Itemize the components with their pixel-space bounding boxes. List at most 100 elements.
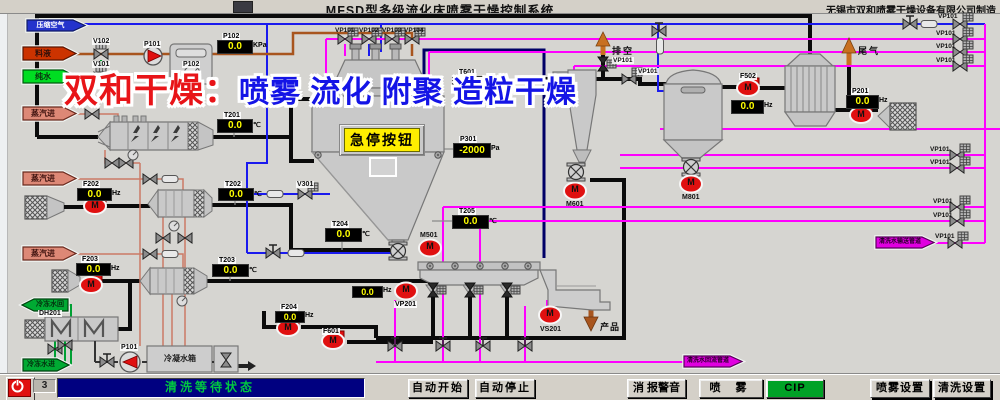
- cyclone-rotary-valve[interactable]: [566, 162, 586, 182]
- f204-unit: Hz: [305, 312, 314, 319]
- f601-label: F601: [322, 328, 340, 335]
- right-row-3-label: VP101: [936, 43, 956, 50]
- air-filter-2: [24, 195, 84, 220]
- tag-cip-send: [875, 236, 936, 249]
- valve-fluidbed-air[interactable]: [265, 244, 281, 259]
- power-icon: [8, 379, 31, 397]
- motor-letter-f203: M: [87, 279, 95, 289]
- t201-unit: ℃: [253, 122, 261, 129]
- p301-unit: Pa: [491, 145, 500, 152]
- motor-letter-vs201: M: [546, 308, 554, 318]
- pipes-cip-magenta: [325, 24, 1000, 363]
- air-line-valve[interactable]: [902, 15, 918, 30]
- tag-chilled-return: [20, 298, 69, 312]
- p102-label: P102: [222, 33, 241, 40]
- motor-letter-m801: M: [687, 177, 695, 187]
- tag-steam-2-label: 蒸汽进: [31, 174, 55, 183]
- fluid-bed: [417, 261, 611, 311]
- exhaust-silencer: [877, 102, 917, 131]
- counter-display: 3: [33, 379, 56, 393]
- pump-p101-top-label: P101: [143, 41, 162, 48]
- tag-feed: [22, 46, 78, 61]
- t601-value: 0.0: [452, 76, 489, 90]
- t205-unit: ℃: [489, 218, 497, 225]
- t201-value: 0.0: [217, 119, 253, 133]
- f502-label: F502: [739, 73, 757, 80]
- motor-letter-f601: M: [329, 335, 337, 345]
- heater-1: [84, 108, 214, 169]
- motor-letter-m501: M: [426, 241, 434, 251]
- t204-label: T204: [331, 221, 349, 228]
- tag-steam-1-label: 蒸汽进: [31, 109, 55, 118]
- vent-valve-label: VP101: [612, 57, 634, 64]
- power-button[interactable]: [6, 377, 35, 400]
- p201-unit: Hz: [879, 97, 888, 104]
- mute-alarm-button[interactable]: 消 报警音: [627, 379, 686, 398]
- manifold-vp103-label: VP103: [382, 27, 402, 34]
- right-row-4-label: VP101: [936, 57, 956, 64]
- t204-unit: ℃: [362, 231, 370, 238]
- tag-cip-send-label: 清洗水输送管道: [878, 239, 921, 245]
- motor-letter-vp201: M: [402, 284, 410, 294]
- vent-label: 排空: [612, 46, 635, 56]
- tag-cip-return-label: 清洗水回流管道: [686, 358, 729, 364]
- p301-value: -2000: [453, 143, 491, 158]
- right-row-5-label: VP101: [930, 146, 950, 153]
- baghouse-rotary-valve[interactable]: [681, 157, 701, 177]
- tag-chilled-return-label: 冷冻水回: [36, 301, 64, 308]
- motor-letter-f202: M: [91, 200, 99, 210]
- p102-value: 0.0: [217, 40, 253, 54]
- spray-button[interactable]: 喷 雾: [699, 379, 763, 398]
- valve-v101-label: V101: [92, 61, 111, 68]
- t203-label: T203: [218, 257, 236, 264]
- drain-arrow-icon: [238, 361, 256, 371]
- auto-stop-button[interactable]: 自动停止: [475, 379, 535, 398]
- baghouse: [662, 69, 724, 159]
- inline-valve-label: VP101: [637, 68, 659, 75]
- tag-compressed-air: [26, 19, 87, 32]
- product-label: 产品: [600, 322, 621, 332]
- condensate-pump-p101: [119, 351, 141, 373]
- valve-v102-label: V102: [92, 38, 111, 45]
- motor-letter-f204: M: [284, 322, 292, 332]
- f203-value: 0.0: [76, 263, 111, 276]
- clean-settings-button[interactable]: 清洗设置: [933, 379, 991, 398]
- left-edge-strip: [0, 14, 8, 374]
- motor-m501-label: M501: [420, 232, 438, 239]
- t203-value: 0.0: [212, 264, 249, 277]
- p201-value: 0.0: [846, 95, 879, 109]
- auto-start-button[interactable]: 自动开始: [408, 379, 468, 398]
- condensate-valve[interactable]: [99, 353, 115, 368]
- right-row-6-label: VP101: [930, 159, 950, 166]
- company-name: 无锡市双和喷雾干燥设备有限公司制造: [826, 6, 996, 17]
- pulse-air-rotameter: [656, 37, 664, 55]
- dryer-rotary-valve[interactable]: [388, 241, 408, 261]
- tag-shapes: [18, 18, 939, 373]
- tag-steam-3: [22, 246, 78, 261]
- motor-letter-f502: M: [744, 82, 752, 92]
- tail-gas-arrow-icon: [841, 37, 857, 65]
- heat-exchanger-2: [142, 173, 213, 244]
- watermark-blue: 喷雾 流化 附聚 造粒干燥: [239, 76, 578, 109]
- f202-value: 0.0: [77, 188, 112, 201]
- t201-label: T201: [223, 112, 241, 119]
- heat-exchanger-3: [139, 248, 208, 307]
- window-icon: [233, 1, 253, 13]
- f204-label: F204: [280, 304, 298, 311]
- tag-pure-water: [22, 69, 78, 84]
- vp201-label: VP201: [394, 301, 418, 308]
- emergency-stop-button[interactable]: 急停按钮: [344, 128, 420, 152]
- right-row-2-label: VP101: [936, 30, 956, 37]
- tag-chilled-supply-label: 冷冻水进: [27, 361, 55, 368]
- dh201-label: DH201: [38, 310, 62, 317]
- motor-m801-label: M801: [682, 194, 700, 201]
- t202-unit: ℃: [254, 191, 262, 198]
- pipes-feed-brown: [64, 31, 414, 56]
- condensate-tank-label: 冷凝水箱: [164, 354, 196, 363]
- cip-button[interactable]: CIP: [766, 379, 824, 398]
- spray-settings-button[interactable]: 喷雾设置: [870, 379, 930, 398]
- f202-label: F202: [82, 181, 100, 188]
- status-text: 清洗等待状态: [164, 380, 255, 394]
- f204-value: 0.0: [275, 311, 305, 323]
